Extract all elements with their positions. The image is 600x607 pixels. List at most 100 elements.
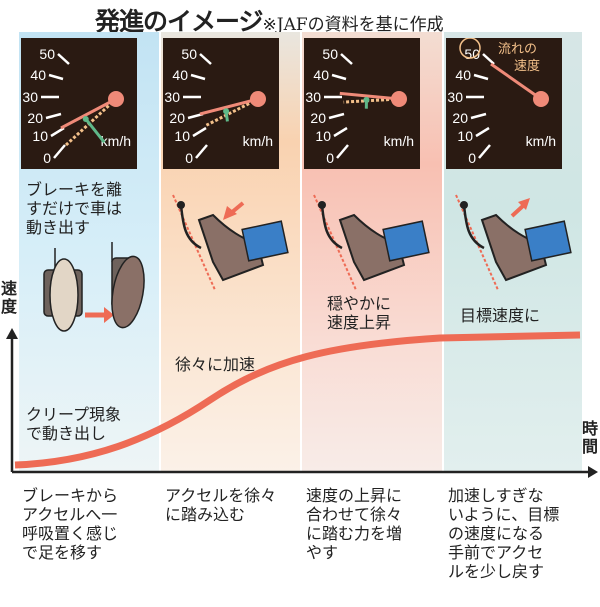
caption-line: すだけで車は <box>26 199 123 218</box>
needle-pivot <box>250 91 266 107</box>
description-line: ブレーキから <box>22 486 119 505</box>
gauge-tick-label: 50 <box>181 46 197 62</box>
speed-needle <box>60 97 117 130</box>
gauge-tick-label: 20 <box>169 110 185 126</box>
gauge-unit: km/h <box>526 133 556 149</box>
caption-line: ブレーキを離 <box>26 180 123 199</box>
description-line: アクセルへ一 <box>22 505 118 524</box>
release-arrow-head <box>518 198 530 210</box>
label-line: 穏やかに <box>327 294 392 313</box>
gauge-tick-label: 0 <box>43 150 51 166</box>
gauge-unit: km/h <box>101 133 131 149</box>
pedal-pivot <box>177 201 185 209</box>
description-line: 加速しすぎな <box>448 486 544 505</box>
gauge-tick-label: 40 <box>172 67 188 83</box>
gauge-tick <box>473 73 489 81</box>
gauge-tick-label: 40 <box>30 67 46 83</box>
label-line: クリープ現象 <box>26 405 122 424</box>
gauge-tick <box>482 53 495 65</box>
gauge-tick-label: 10 <box>315 128 331 144</box>
pedal-arm <box>462 204 485 250</box>
description-line: アクセルを徐々 <box>165 486 277 505</box>
gauge-tick <box>192 126 207 138</box>
previous-needle <box>343 97 400 104</box>
increase-arrow-icon <box>84 118 106 144</box>
accelerator-foot-icon <box>111 242 145 329</box>
gauge-tick <box>50 126 65 138</box>
gauge-tick-label: 40 <box>313 67 329 83</box>
description-line: の速度になる <box>448 524 545 543</box>
gauge-tick-label: 10 <box>174 128 190 144</box>
sock-icon <box>382 220 430 262</box>
title-main: 発進のイメージ <box>95 7 264 36</box>
gauge-tick-label: 30 <box>447 89 463 105</box>
pedal-pivot <box>460 201 468 209</box>
x-axis-label: 時間 <box>582 419 599 456</box>
gauge-tick-label: 30 <box>22 89 38 105</box>
pedal-arm <box>179 204 202 250</box>
description-line: 手前でアクセ <box>448 543 544 562</box>
stage4-curve-label: 目標速度に <box>460 306 541 325</box>
gauge-tick-label: 0 <box>468 150 476 166</box>
previous-needle <box>64 97 118 147</box>
description-line: いように、目標 <box>448 505 560 524</box>
stage1-curve-label: クリープ現象 で動き出し <box>26 405 121 443</box>
description-line: に踏み込む <box>165 505 246 524</box>
description-line: ルを少し戻す <box>448 562 545 581</box>
arrow-head <box>223 108 230 115</box>
move-arrow-head-icon <box>104 307 114 323</box>
gauge-tick-label: 30 <box>305 89 321 105</box>
pedal-arm <box>320 204 343 250</box>
speed-needle <box>199 97 259 116</box>
needle-pivot <box>391 91 407 107</box>
speed-needle <box>490 62 542 101</box>
gauge-tick <box>475 126 490 138</box>
gauge-tick <box>45 112 62 120</box>
gauge-tick-label: 20 <box>310 110 326 126</box>
y-axis-arrow-icon <box>6 328 18 339</box>
flow-speed-label: 流れの <box>498 42 537 57</box>
gauge-tick <box>470 112 487 120</box>
gauge-tick <box>190 73 206 81</box>
gauge-tick-label: 10 <box>457 128 473 144</box>
sock-icon <box>524 220 572 262</box>
gauge-tick <box>336 144 349 159</box>
stage2-curve-label: 徐々に加速 <box>175 355 256 374</box>
stage2-description: アクセルを徐々に踏み込む <box>165 486 276 524</box>
foot-on-pedal-icon <box>313 194 430 291</box>
gauge-tick-label: 20 <box>452 110 468 126</box>
gauge-tick <box>340 53 353 65</box>
description-line: 速度の上昇に <box>306 486 403 505</box>
description-line: 呼吸置く感じ <box>22 524 119 543</box>
label-line: 速度上昇 <box>327 313 392 332</box>
gauge-tick-label: 40 <box>455 67 471 83</box>
title: 発進のイメージ※JAFの資料を基に作成 <box>95 2 444 38</box>
gauge-tick-label: 20 <box>27 110 43 126</box>
caption-line: 動き出す <box>26 218 91 237</box>
pedal-pivot <box>318 201 326 209</box>
speed-curve <box>14 331 581 469</box>
stage3-curve-label: 穏やかに 速度上昇 <box>327 294 391 332</box>
gauge-tick <box>478 144 491 159</box>
press-arrow-head <box>223 206 237 220</box>
description-line: 合わせて徐々 <box>306 505 403 524</box>
sock-icon <box>241 220 289 262</box>
description-line: やす <box>306 543 339 562</box>
gauge-tick <box>199 53 212 65</box>
gauge-tick <box>48 73 64 81</box>
gauge-tick-label: 50 <box>39 46 55 62</box>
stage4-description: 加速しすぎないように、目標の速度になる手前でアクセルを少し戻す <box>448 486 559 581</box>
foot-on-pedal-icon <box>455 194 572 291</box>
release-arrow-icon <box>510 203 526 218</box>
y-axis-label: 速度 <box>1 279 18 316</box>
gauge-tick-label: 0 <box>185 150 193 166</box>
label-line: で動き出し <box>26 424 107 443</box>
gauge-unit: km/h <box>384 133 414 149</box>
x-axis-arrow-icon <box>588 466 598 478</box>
stage1-description: ブレーキからアクセルへ一呼吸置く感じで足を移す <box>22 486 118 562</box>
source-note: ※JAFの資料を基に作成 <box>262 15 444 35</box>
foot-on-pedal-icon <box>172 194 289 291</box>
needle-pivot <box>533 91 549 107</box>
